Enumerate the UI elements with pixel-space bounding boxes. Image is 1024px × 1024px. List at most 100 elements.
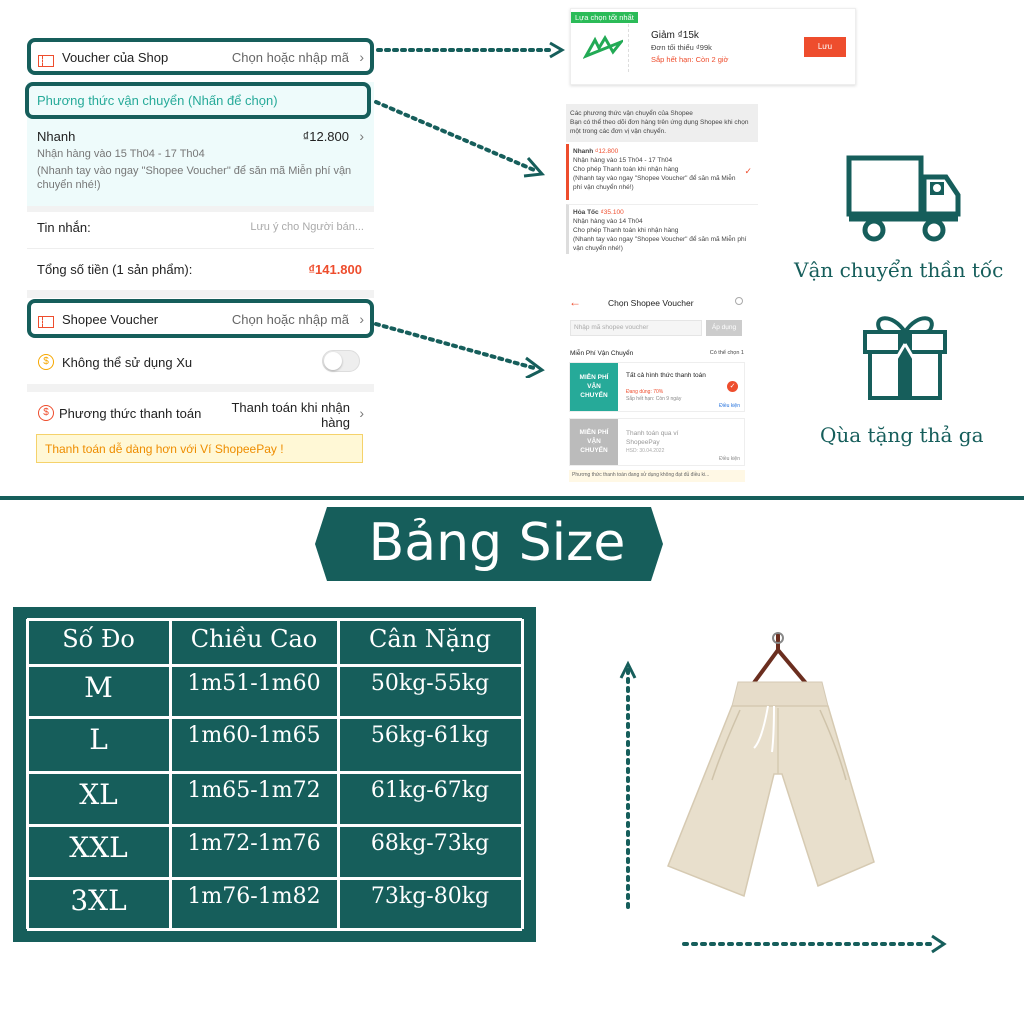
table-col-line: [169, 619, 172, 929]
check-icon: ✓: [744, 166, 752, 176]
shop-voucher-action: Chọn hoặc nhập mã: [231, 50, 349, 65]
v1-sub: Đang dùng: 70%: [626, 389, 664, 395]
voucher-expiry: Sắp hết hạn: Còn 2 giờ: [651, 55, 729, 64]
opt2-price: ₫35.100: [600, 209, 624, 216]
apply-button[interactable]: Áp dụng: [706, 320, 742, 336]
v2-expiry: HSD: 30.04.2022: [626, 448, 665, 454]
linen-shorts-image: [667, 632, 875, 898]
divider: [27, 248, 374, 249]
message-label: Tin nhắn:: [37, 220, 91, 235]
coins-row: $ Không thể sử dụng Xu: [27, 344, 374, 380]
table-cell: M: [84, 671, 113, 704]
chevron-right-icon: ›: [359, 311, 364, 327]
table-row-line: [27, 664, 522, 667]
table-row-line: [27, 877, 522, 880]
table-col-line: [26, 619, 29, 929]
table-cell: L: [89, 723, 108, 756]
opt2-note: (Nhanh tay vào ngay "Shopee Voucher" để …: [573, 236, 747, 252]
shopeepay-promo[interactable]: Thanh toán dễ dàng hơn với Ví ShopeePay …: [36, 434, 363, 463]
coins-toggle[interactable]: [322, 350, 360, 372]
delivery-truck-icon: [846, 155, 961, 242]
table-cell: 61kg-67kg: [370, 778, 490, 803]
opt1-name: Nhanh: [573, 148, 594, 155]
shipping-feature-text: Vận chuyển thần tốc: [794, 258, 1004, 282]
v1-conditions[interactable]: Điều kiện: [719, 403, 740, 409]
save-button[interactable]: Lưu: [804, 37, 846, 57]
voucher-picker-shot: ← Chọn Shopee Voucher Nhập mã shopee vou…: [566, 292, 748, 484]
shipping-option[interactable]: Nhanh ₫12.800 › Nhận hàng vào 15 Th04 - …: [27, 128, 374, 198]
shopee-voucher-label: Shopee Voucher: [62, 312, 159, 327]
opt1-price: ₫12.800: [595, 148, 619, 155]
shipping-list-shot: Các phương thức vận chuyển của Shopee Bạ…: [566, 104, 758, 256]
shop-logo: [581, 24, 629, 72]
shipping-method-row[interactable]: Phương thức vận chuyển (Nhấn để chọn): [27, 84, 374, 118]
opt1-note: (Nhanh tay vào ngay "Shopee Voucher" để …: [573, 175, 736, 191]
picker-title: Chọn Shopee Voucher: [608, 298, 694, 308]
voucher-code-input[interactable]: Nhập mã shopee voucher: [570, 320, 702, 336]
shipping-option-price: ₫12.800: [302, 129, 349, 144]
shipping-method-highlight: [25, 82, 371, 119]
freeship-tag: MIỄN PHÍ VẬN CHUYỂN: [570, 363, 618, 411]
message-input[interactable]: Lưu ý cho Người bán...: [250, 221, 364, 233]
shopee-voucher-row[interactable]: Shopee Voucher Chọn hoặc nhập mã ›: [27, 302, 374, 336]
shipping-opt-fast[interactable]: Nhanh ₫12.800 Nhận hàng vào 15 Th04 - 17…: [566, 144, 758, 200]
v2-title: Thanh toán qua ví ShopeePay: [626, 430, 679, 446]
message-row[interactable]: Tin nhắn: Lưu ý cho Người bán...: [27, 214, 374, 248]
payment-value: Thanh toán khi nhận hàng: [231, 400, 350, 430]
arrow-connector-2: [374, 100, 546, 178]
divider: [27, 206, 374, 212]
section-title: Miễn Phí Vận Chuyển: [570, 350, 634, 357]
table-col-line: [521, 619, 524, 929]
table-row-line: [27, 716, 522, 719]
table-row-line: [27, 824, 522, 827]
chevron-right-icon: ›: [359, 49, 364, 65]
table-header-cell: Cân Nặng: [369, 625, 491, 653]
shipping-option-note: (Nhanh tay vào ngay "Shopee Voucher" để …: [37, 165, 352, 191]
shipping-list-header: Các phương thức vận chuyển của Shopee Bạ…: [566, 104, 758, 142]
table-header-cell: Số Đo: [62, 625, 135, 653]
shopee-voucher-action: Chọn hoặc nhập mã: [231, 312, 349, 327]
opt1-cod: Cho phép Thanh toán khi nhận hàng: [573, 166, 679, 173]
v2-conditions[interactable]: Điều kiện: [719, 456, 740, 462]
opt2-date: Nhận hàng vào 14 Th04: [573, 218, 643, 225]
v1-title: Tất cả hình thức thanh toán: [626, 372, 706, 379]
chevron-right-icon: ›: [359, 405, 364, 421]
section-divider: [0, 496, 1024, 500]
best-choice-badge: Lựa chọn tốt nhất: [571, 12, 638, 23]
table-cell: 68kg-73kg: [370, 831, 490, 856]
freeship-tag-disabled: MIỄN PHÍ VẬN CHUYỂN: [570, 419, 618, 465]
shipping-panel-bg: [27, 82, 374, 206]
shipping-opt-express[interactable]: Hỏa Tốc ₫35.100 Nhận hàng vào 14 Th04 Ch…: [566, 204, 758, 254]
selected-check-icon: ✓: [727, 381, 738, 392]
divider: [27, 384, 374, 392]
voucher-ticket-icon: [38, 315, 54, 328]
table-cell: 3XL: [70, 884, 127, 917]
payment-row[interactable]: $ Phương thức thanh toán Thanh toán khi …: [27, 396, 374, 432]
table-col-line: [337, 619, 340, 929]
voucher-item-1[interactable]: MIỄN PHÍ VẬN CHUYỂN Tất cả hình thức tha…: [569, 362, 745, 412]
shipping-option-name: Nhanh: [37, 129, 76, 144]
total-value: ₫141.800: [308, 262, 362, 277]
size-chart-title: Bảng Size: [368, 513, 626, 573]
coin-icon: $: [38, 354, 54, 370]
help-icon[interactable]: [735, 297, 743, 305]
voucher-card: Lựa chọn tốt nhất Giảm ₫15k Đơn tối thiể…: [570, 8, 856, 85]
shipping-list-sub: Bạn có thể theo dõi đơn hàng trên ứng dụ…: [570, 119, 749, 135]
shop-voucher-row[interactable]: Voucher của Shop Chọn hoặc nhập mã ›: [27, 40, 374, 74]
table-cell: 1m51-1m60: [187, 671, 321, 696]
v1-expiry: Sắp hết hạn: Còn 9 ngày: [626, 396, 682, 402]
total-label: Tổng số tiền (1 sản phẩm):: [37, 262, 193, 277]
shipping-method-label: Phương thức vận chuyển (Nhấn để chọn): [37, 93, 278, 108]
voucher-title: Giảm ₫15k: [651, 30, 699, 41]
table-cell: 1m60-1m65: [187, 723, 321, 748]
opt2-cod: Cho phép Thanh toán khi nhận hàng: [573, 227, 679, 234]
back-arrow-icon[interactable]: ←: [569, 295, 581, 309]
table-header-cell: Chiều Cao: [190, 625, 318, 653]
voucher-item-2[interactable]: MIỄN PHÍ VẬN CHUYỂN Thanh toán qua ví Sh…: [569, 418, 745, 466]
toggle-knob: [324, 352, 342, 370]
total-row: Tổng số tiền (1 sản phẩm): ₫141.800: [27, 254, 374, 288]
chevron-right-icon: ›: [359, 128, 364, 144]
shipping-option-date: Nhận hàng vào 15 Th04 - 17 Th04: [37, 148, 205, 160]
table-row-line: [27, 618, 522, 621]
